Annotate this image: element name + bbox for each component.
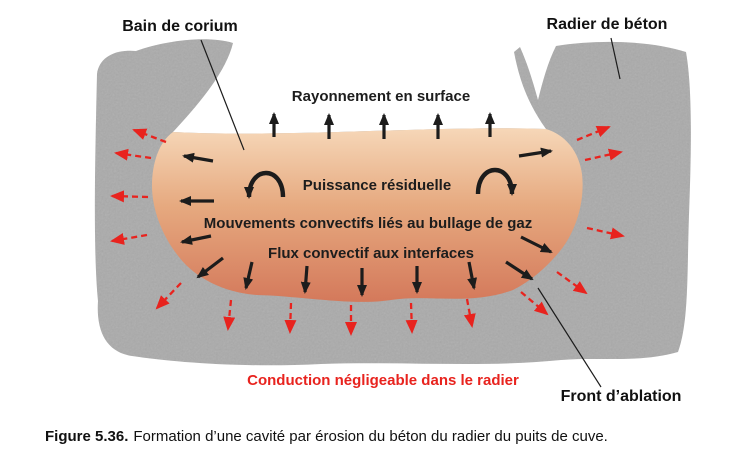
figure-caption-text: Formation d’une cavité par érosion du bé… <box>133 428 608 445</box>
red-arrow <box>114 148 152 161</box>
figure-number: Figure 5.36. <box>45 428 129 445</box>
figure-diagram: Bain de corium Radier de béton Rayonneme… <box>94 16 691 405</box>
ablation-heat-flux-arrows <box>110 125 625 336</box>
leader-line-ablation-front <box>537 287 602 388</box>
red-arrow <box>584 148 623 162</box>
interface-flux-arrows <box>179 147 553 297</box>
black-arrow <box>520 235 553 254</box>
convection-loop-icon <box>475 167 517 196</box>
label-ablation-front: Front d’ablation <box>561 388 682 405</box>
red-arrow <box>405 302 418 334</box>
red-arrow <box>110 233 148 245</box>
red-arrow <box>223 299 236 331</box>
radiation-arrows <box>269 112 495 139</box>
label-corium-pool: Bain de corium <box>122 18 238 35</box>
leader-line-basemat <box>610 37 621 80</box>
label-convective-flux: Flux convectif aux interfaces <box>268 245 474 262</box>
label-convective-movements: Mouvements convectifs liés au bullage de… <box>204 215 532 232</box>
figure-caption: Figure 5.36.Formation d’une cavité par é… <box>45 428 608 445</box>
black-arrow <box>505 260 534 281</box>
leader-line-corium <box>200 39 245 151</box>
black-arrow <box>182 152 214 163</box>
red-arrow <box>586 226 625 240</box>
corium-pool-shape <box>152 128 583 302</box>
red-arrow <box>155 282 182 310</box>
red-arrow <box>110 190 149 203</box>
label-residual-power: Puissance résiduelle <box>303 177 451 194</box>
black-arrow <box>300 265 311 294</box>
red-arrow <box>284 302 297 334</box>
label-conduction-note: Conduction négligeable dans le radier <box>247 372 519 389</box>
label-surface-radiation: Rayonnement en surface <box>292 88 470 105</box>
convection-loop-icons <box>244 167 517 199</box>
convection-loop-icon <box>244 170 286 199</box>
black-arrow <box>467 261 478 290</box>
red-arrow <box>132 128 167 144</box>
red-arrow <box>463 298 476 328</box>
black-arrow <box>518 147 553 158</box>
black-arrow <box>243 261 254 290</box>
label-concrete-basemat: Radier de béton <box>547 16 668 33</box>
black-arrow <box>196 256 224 279</box>
black-arrow <box>180 234 212 245</box>
red-arrow <box>576 125 611 142</box>
red-arrow <box>520 291 549 316</box>
red-arrow <box>556 271 588 295</box>
